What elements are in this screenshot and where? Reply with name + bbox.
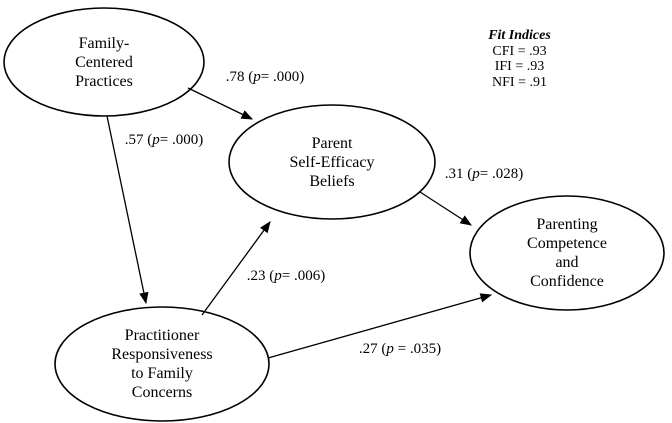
node-label-line: Self-Efficacy bbox=[289, 153, 375, 171]
node-label-line: to Family bbox=[131, 365, 193, 382]
node-label-line: Centered bbox=[75, 53, 133, 71]
ellipse-parent-self-efficacy-beliefs bbox=[228, 104, 436, 220]
node-label-line: Practices bbox=[75, 72, 133, 90]
fit-indices-block: Fit Indices CFI = .93 IFI = .93 NFI = .9… bbox=[457, 28, 582, 90]
arrow-pr-to-pcc bbox=[267, 293, 493, 359]
path-label-fcp-to-pr: .57 (p= .000) bbox=[125, 131, 203, 149]
node-label-line: and bbox=[555, 254, 579, 271]
coefficient-text: .78 ( bbox=[225, 69, 254, 85]
node-label: Parent Self-Efficacy Beliefs bbox=[290, 134, 375, 191]
arrow-fcp-to-pr bbox=[106, 115, 149, 305]
path-label-pse-to-pcc: .31 (p= .028) bbox=[445, 165, 523, 183]
node-label-line: Parent bbox=[311, 134, 353, 152]
node-parenting-competence-confidence: Parenting Competence and Confidence bbox=[470, 196, 664, 310]
node-family-centered-practices: Family- Centered Practices bbox=[4, 8, 204, 116]
node-label-line: Concerns bbox=[131, 384, 193, 401]
p-value-text: = .000) bbox=[260, 69, 305, 85]
p-value-text: = .000) bbox=[159, 132, 204, 148]
fit-index-cfi: CFI = .93 bbox=[492, 43, 547, 59]
p-symbol: p bbox=[152, 132, 160, 148]
fit-index-nfi: NFI = .91 bbox=[492, 74, 547, 90]
fit-indices-title: Fit Indices bbox=[488, 28, 551, 43]
coefficient-text: .31 ( bbox=[444, 166, 473, 182]
node-parent-self-efficacy-beliefs: Parent Self-Efficacy Beliefs bbox=[229, 105, 435, 219]
coefficient-text: .23 ( bbox=[246, 268, 275, 284]
path-label-pr-to-pcc: .27 (p = .035) bbox=[359, 340, 441, 358]
p-value-text: = .028) bbox=[479, 166, 524, 182]
ellipse-practitioner-responsiveness bbox=[54, 306, 270, 422]
p-value-text: = .035) bbox=[393, 341, 442, 357]
path-label-pr-to-pse: .23 (p= .006) bbox=[247, 267, 325, 285]
node-label: Practitioner Responsiveness to Family Co… bbox=[111, 326, 212, 402]
node-label-line: Competence bbox=[527, 235, 607, 252]
node-label-line: Parenting bbox=[536, 216, 598, 233]
ellipse-parenting-competence-confidence bbox=[469, 195, 665, 311]
ellipse-family-centered-practices bbox=[3, 7, 205, 117]
coefficient-text: .57 ( bbox=[124, 132, 153, 148]
node-practitioner-responsiveness: Practitioner Responsiveness to Family Co… bbox=[55, 307, 269, 421]
node-label-line: Family- bbox=[78, 34, 130, 52]
p-symbol: p bbox=[274, 268, 282, 284]
p-symbol: p bbox=[253, 69, 261, 85]
arrow-pse-to-pcc bbox=[419, 191, 472, 226]
fit-index-ifi: IFI = .93 bbox=[494, 59, 545, 74]
p-symbol: p bbox=[472, 166, 480, 182]
arrow-pr-to-pse bbox=[201, 221, 271, 316]
arrow-fcp-to-pse bbox=[187, 87, 254, 120]
node-label-line: Beliefs bbox=[309, 172, 355, 190]
node-label: Parenting Competence and Confidence bbox=[527, 215, 607, 291]
node-label-line: Confidence bbox=[530, 273, 604, 290]
coefficient-text: .27 ( bbox=[358, 341, 387, 357]
node-label: Family- Centered Practices bbox=[75, 34, 133, 91]
node-label-line: Responsiveness bbox=[111, 346, 213, 363]
p-value-text: = .006) bbox=[281, 268, 326, 284]
node-label-line: Practitioner bbox=[124, 327, 200, 344]
path-label-fcp-to-pse: .78 (p= .000) bbox=[226, 68, 304, 86]
p-symbol: p bbox=[386, 341, 394, 357]
